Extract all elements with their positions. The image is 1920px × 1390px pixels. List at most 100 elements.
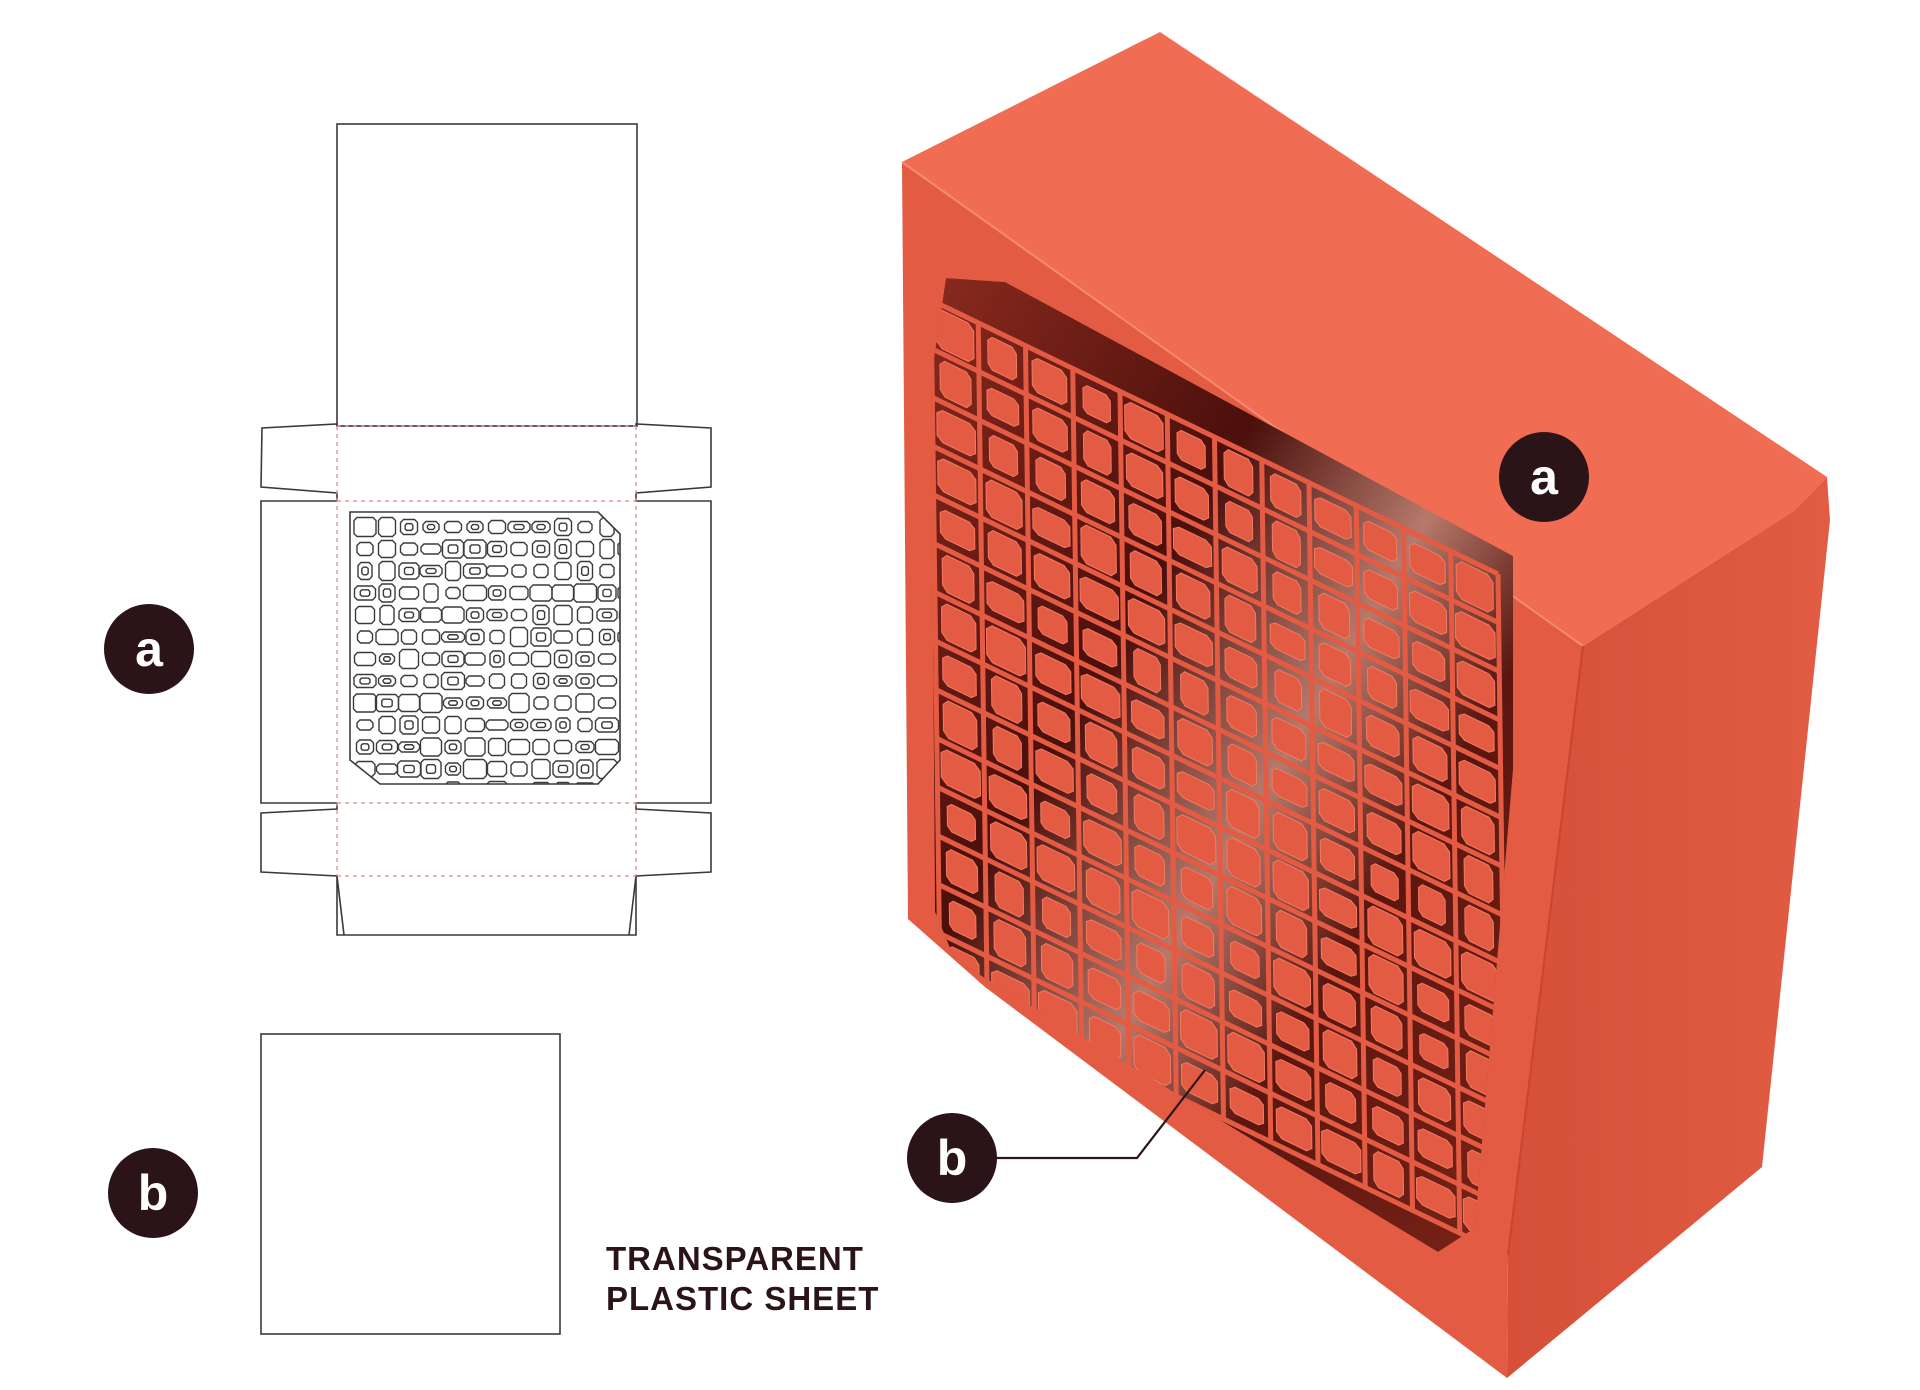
- window-lattice-cell: [1134, 844, 1166, 887]
- caption-line-1: TRANSPARENT: [606, 1240, 864, 1277]
- pattern-cell-inner: [580, 764, 590, 774]
- pattern-cell-inner: [470, 632, 480, 642]
- pattern-cell: [621, 716, 637, 735]
- pattern-cell: [575, 651, 595, 667]
- window-lattice-cell: [1409, 688, 1450, 732]
- badge-a-dieline: a: [104, 604, 194, 694]
- pattern-cell: [487, 585, 507, 601]
- pattern-cell: [533, 696, 549, 710]
- pattern-cell: [576, 759, 594, 779]
- window-lattice-bar: [1401, 528, 1415, 1211]
- window-lattice-cell: [1313, 547, 1354, 588]
- pattern-cell: [487, 737, 507, 757]
- window-lattice-cell: [1226, 694, 1258, 738]
- window-lattice-cell: [937, 458, 977, 506]
- window-lattice-cell: [987, 529, 1022, 577]
- pattern-cell: [400, 674, 418, 688]
- pattern-cell-inner: [580, 566, 590, 576]
- pattern-cell: [530, 718, 552, 732]
- window-lattice-cell: [1272, 859, 1310, 912]
- dieline-template: [260, 123, 712, 936]
- window-lattice-cell: [1035, 748, 1074, 794]
- pattern-cell: [375, 628, 399, 646]
- window-lattice-cell: [987, 336, 1018, 381]
- pattern-cell-inner: [492, 544, 502, 554]
- pattern-cell: [356, 719, 374, 731]
- pattern-cell: [489, 629, 505, 645]
- window-lattice-cell: [1082, 385, 1112, 424]
- window-lattice-cell: [1417, 1077, 1452, 1123]
- pattern-cell-inner: [557, 764, 569, 774]
- pattern-cell: [462, 563, 488, 579]
- window-lattice-cell: [1176, 429, 1206, 471]
- window-lattice-cell: [1227, 1031, 1266, 1084]
- pattern-cell: [419, 737, 443, 757]
- pattern-cell: [532, 672, 550, 690]
- window-lattice-cell: [1363, 520, 1398, 562]
- window-lattice-cell: [1224, 646, 1258, 689]
- pattern-cell: [621, 675, 637, 688]
- window-lattice-cell: [1180, 671, 1209, 716]
- window-lattice-cell: [1032, 507, 1071, 549]
- pattern-cell: [441, 606, 465, 624]
- window-lattice-cell: [1411, 783, 1450, 832]
- pattern-cell: [356, 630, 374, 644]
- pattern-cell-inner: [491, 611, 503, 619]
- pattern-cell: [419, 607, 443, 623]
- pattern-cell: [444, 762, 462, 776]
- pattern-cell: [442, 697, 464, 709]
- window-lattice-bar: [1306, 482, 1321, 1165]
- svg-text:a: a: [1530, 449, 1559, 505]
- window-lattice-cell: [1228, 989, 1263, 1028]
- window-lattice-cell: [1177, 718, 1214, 767]
- window-lattice-cell: [1175, 572, 1211, 620]
- pattern-cell: [444, 715, 462, 735]
- pattern-cell: [531, 540, 551, 558]
- window-lattice-cell: [993, 918, 1027, 968]
- pattern-cell: [532, 604, 550, 626]
- window-lattice-cell: [1181, 962, 1216, 1010]
- pattern-cell: [596, 675, 618, 687]
- pattern-cell-inner: [536, 523, 546, 531]
- window-lattice-cell: [1412, 640, 1446, 683]
- pattern-cell: [575, 540, 595, 558]
- pattern-cell: [420, 758, 442, 780]
- pattern-cell: [353, 673, 377, 689]
- pattern-cell: [378, 560, 396, 582]
- pattern-cell: [397, 693, 421, 713]
- window-lattice-cell: [1273, 957, 1312, 1008]
- window-lattice-cell: [1226, 885, 1263, 937]
- window-lattice-cell: [939, 510, 976, 552]
- window-lattice-cell: [1373, 1150, 1405, 1199]
- window-lattice-cell: [1036, 844, 1076, 893]
- pattern-cell-inner: [469, 544, 481, 554]
- pattern-cell-inner: [558, 544, 568, 554]
- pattern-cell: [553, 604, 573, 626]
- window-lattice-cell: [1037, 701, 1071, 744]
- pattern-cell: [423, 583, 439, 603]
- pattern-cell: [353, 651, 377, 667]
- window-lattice-cell: [1364, 763, 1403, 807]
- window-lattice-cell: [1317, 741, 1355, 783]
- pattern-cell: [618, 786, 641, 796]
- pattern-cell: [594, 738, 620, 756]
- window-lattice-bar: [1117, 391, 1132, 1074]
- window-lattice-cell: [1368, 953, 1404, 1006]
- window-lattice-cell: [1454, 611, 1496, 661]
- pattern-cell: [531, 758, 551, 780]
- pattern-cell: [465, 607, 485, 623]
- window-lattice-cell: [945, 849, 979, 895]
- pattern-cell-inner: [492, 787, 501, 796]
- window-lattice-cell: [1458, 713, 1495, 753]
- pattern-cell: [353, 585, 377, 601]
- window-lattice-cell: [1464, 904, 1495, 952]
- pattern-cell: [355, 739, 375, 755]
- svg-text:b: b: [138, 1165, 169, 1221]
- pattern-cell: [619, 563, 620, 579]
- pattern-cell-inner: [469, 567, 481, 575]
- pattern-cell-inner: [381, 698, 393, 708]
- window-lattice-cell: [1040, 942, 1074, 990]
- window-lattice-cell: [1040, 800, 1071, 840]
- pattern-cell: [576, 628, 594, 646]
- pattern-cell: [419, 692, 443, 714]
